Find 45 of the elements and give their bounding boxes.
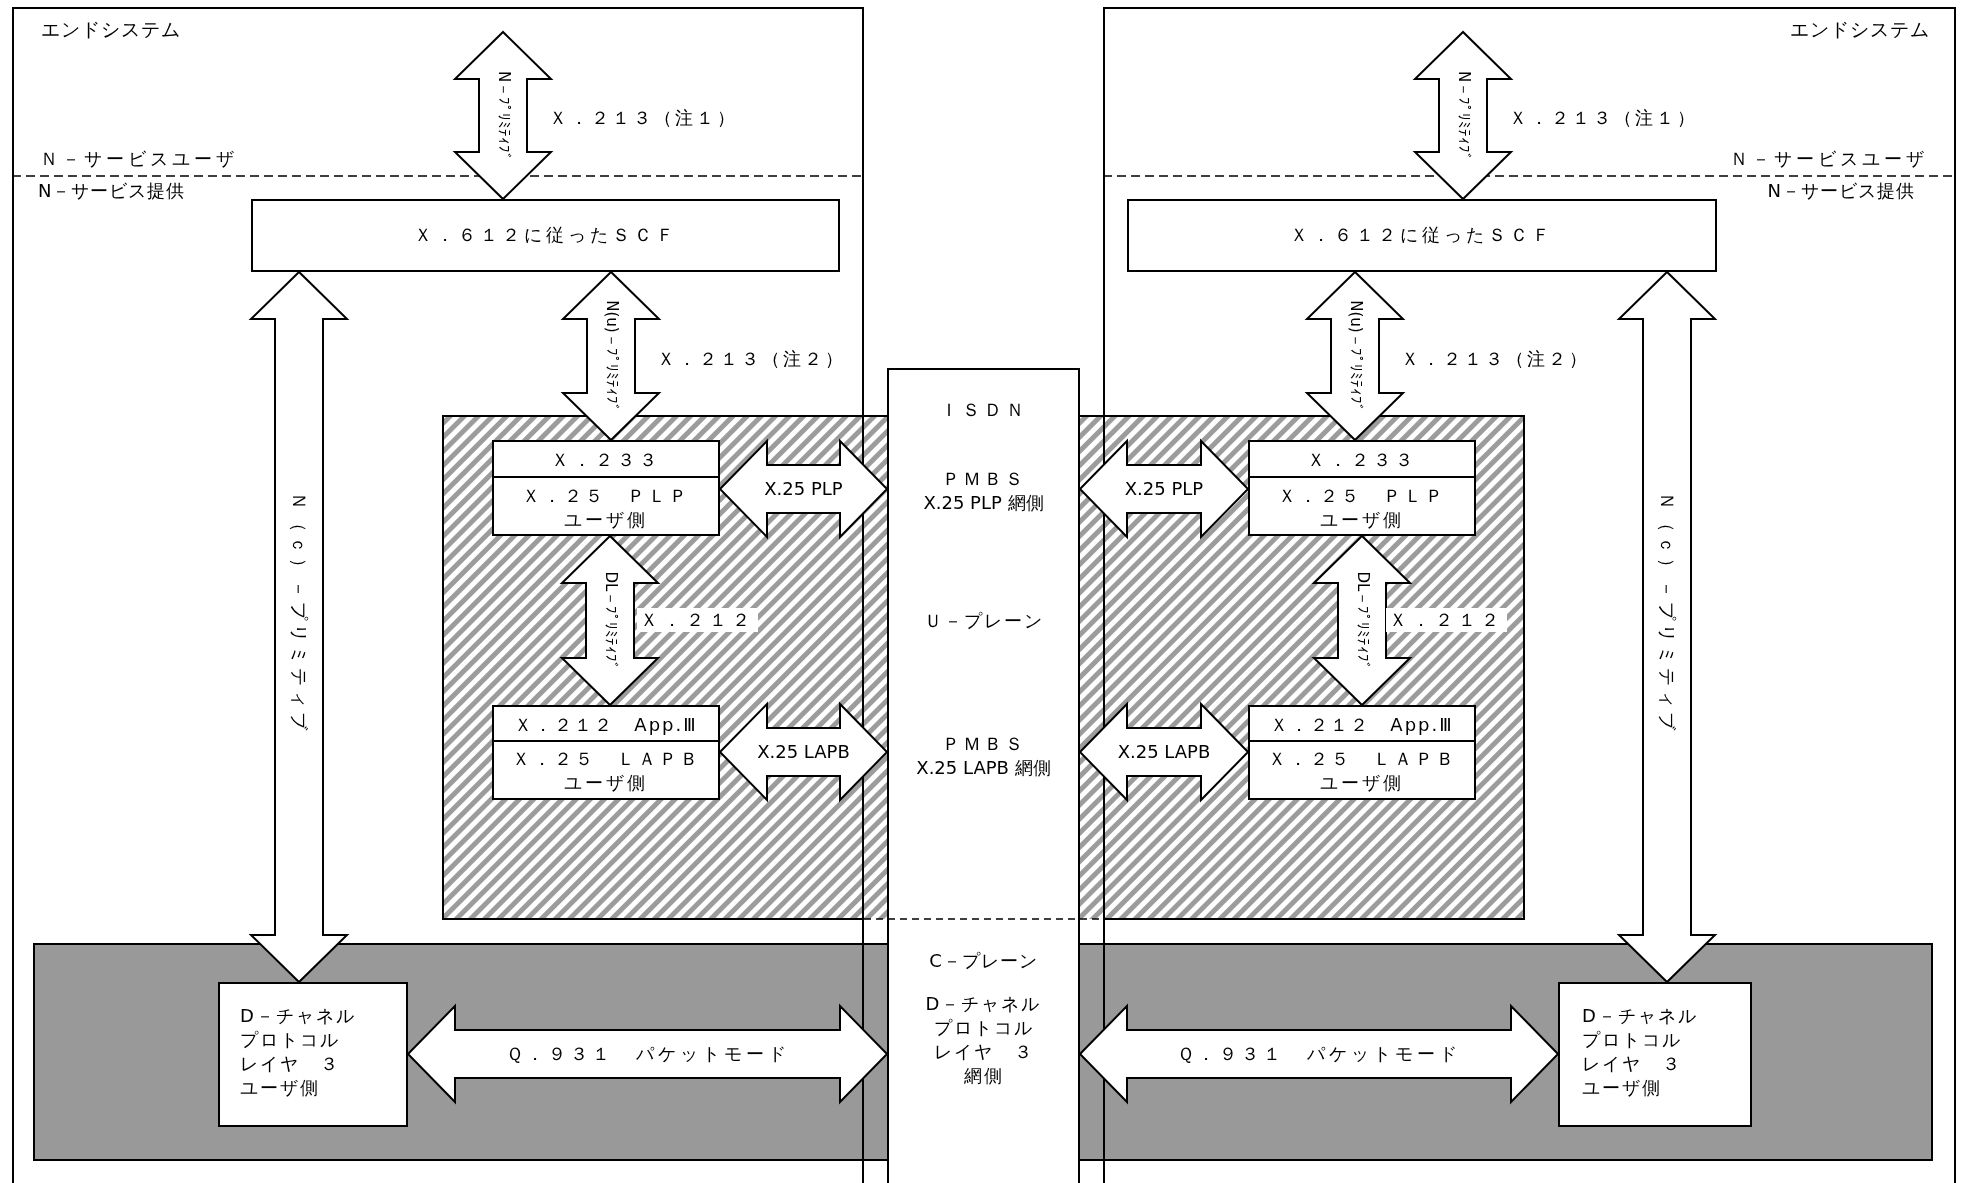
protocol-box <box>492 705 720 800</box>
annotation-text: Ｘ．２１３（注２） <box>657 347 846 371</box>
box-text: Ｘ．２５ ＬＡＰＢユーザ側 <box>1266 747 1458 795</box>
box-text: D－チャネルプロトコルレイヤ ３ユーザ側 <box>240 1004 357 1100</box>
function-box <box>251 199 840 272</box>
annotation-text: N－サービス提供 <box>38 179 186 203</box>
box-text: D－チャネルプロトコルレイヤ ３網側 <box>924 992 1043 1088</box>
protocol-box <box>1558 982 1752 1127</box>
arrow-label: N(u)－ﾌﾟﾘﾐﾃｨﾌﾞ <box>602 300 620 412</box>
protocol-box <box>1248 440 1476 536</box>
annotation-text: Ｎ－サービスユーザ <box>40 147 238 171</box>
box-text: Ｘ．６１２に従ったＳＣＦ <box>412 223 679 247</box>
box-text: ＩＳＤＮ <box>938 398 1029 422</box>
system-title: エンドシステム <box>41 17 182 41</box>
box-text: X.25 PLP 網側 <box>922 491 1045 515</box>
box-text: C－プレーン <box>928 949 1039 973</box>
annotation-text: N－サービス提供 <box>1767 179 1915 203</box>
box-text: Ｘ．２５ ＬＡＰＢユーザ側 <box>510 747 702 795</box>
box-text: Ｘ．２５ ＰＬＰユーザ側 <box>1277 484 1447 532</box>
box-text: ＰＭＢＳ <box>940 732 1027 756</box>
box-text: Ｘ．６１２に従ったＳＣＦ <box>1289 223 1555 247</box>
box-text: Ｕ－プレーン <box>922 609 1045 633</box>
box-text: Ｘ．２５ ＰＬＰユーザ側 <box>521 484 691 532</box>
annotation-text: Ｘ．２１３（注１） <box>549 106 738 130</box>
system-frame <box>1103 7 1956 1183</box>
system-title: エンドシステム <box>1789 17 1930 41</box>
box-text: Ｘ．２３３ <box>494 442 718 478</box>
annotation-text: Ｘ．２１３（注２） <box>1401 347 1590 371</box>
arrow-label: N(u)－ﾌﾟﾘﾐﾃｨﾌﾞ <box>1346 300 1364 412</box>
function-box <box>1127 199 1717 272</box>
annotation-text: Ｘ．２１２ <box>1386 608 1507 632</box>
box-text: Ｘ．２１２ App.Ⅲ <box>1250 707 1474 742</box>
protocol-box <box>1248 705 1476 800</box>
box-text: X.25 LAPB 網側 <box>915 756 1052 780</box>
system-frame <box>12 7 864 1183</box>
protocol-box <box>492 440 720 536</box>
network-column <box>887 368 1080 1183</box>
box-text: Ｘ．２３３ <box>1250 442 1474 478</box>
box-text: Ｘ．２１２ App.Ⅲ <box>494 707 718 742</box>
annotation-text: Ｘ．２１３（注１） <box>1509 106 1698 130</box>
annotation-text: Ｘ．２１２ <box>637 608 758 632</box>
protocol-box <box>218 982 408 1127</box>
box-text: ＰＭＢＳ <box>940 467 1027 491</box>
annotation-text: Ｎ－サービスユーザ <box>1730 147 1928 171</box>
box-text: D－チャネルプロトコルレイヤ ３ユーザ側 <box>1582 1004 1699 1100</box>
